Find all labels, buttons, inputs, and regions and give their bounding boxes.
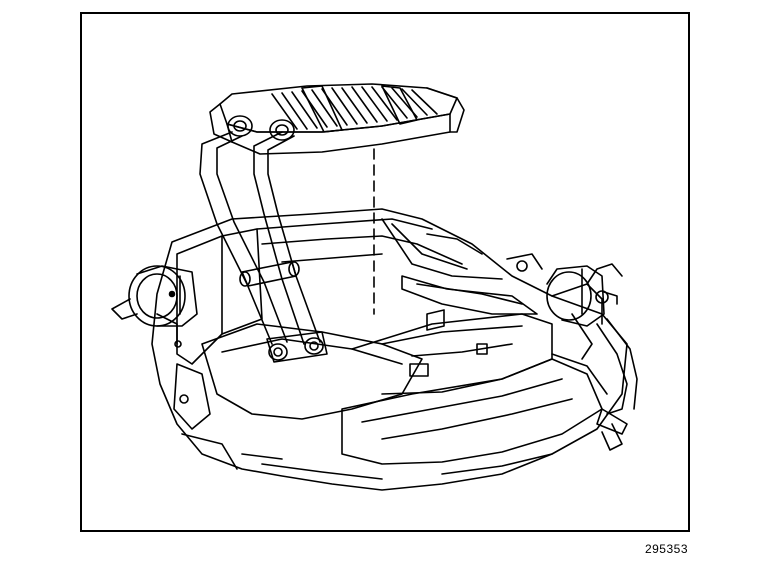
heater-core <box>209 83 465 155</box>
right-actuator <box>506 253 638 451</box>
left-actuator <box>111 265 198 327</box>
hvac-module-housing <box>151 208 628 491</box>
figure-number: 295353 <box>644 542 688 556</box>
illustration-frame <box>80 12 690 532</box>
heater-core-illustration <box>111 83 638 491</box>
heater-core-pipes <box>199 131 328 363</box>
